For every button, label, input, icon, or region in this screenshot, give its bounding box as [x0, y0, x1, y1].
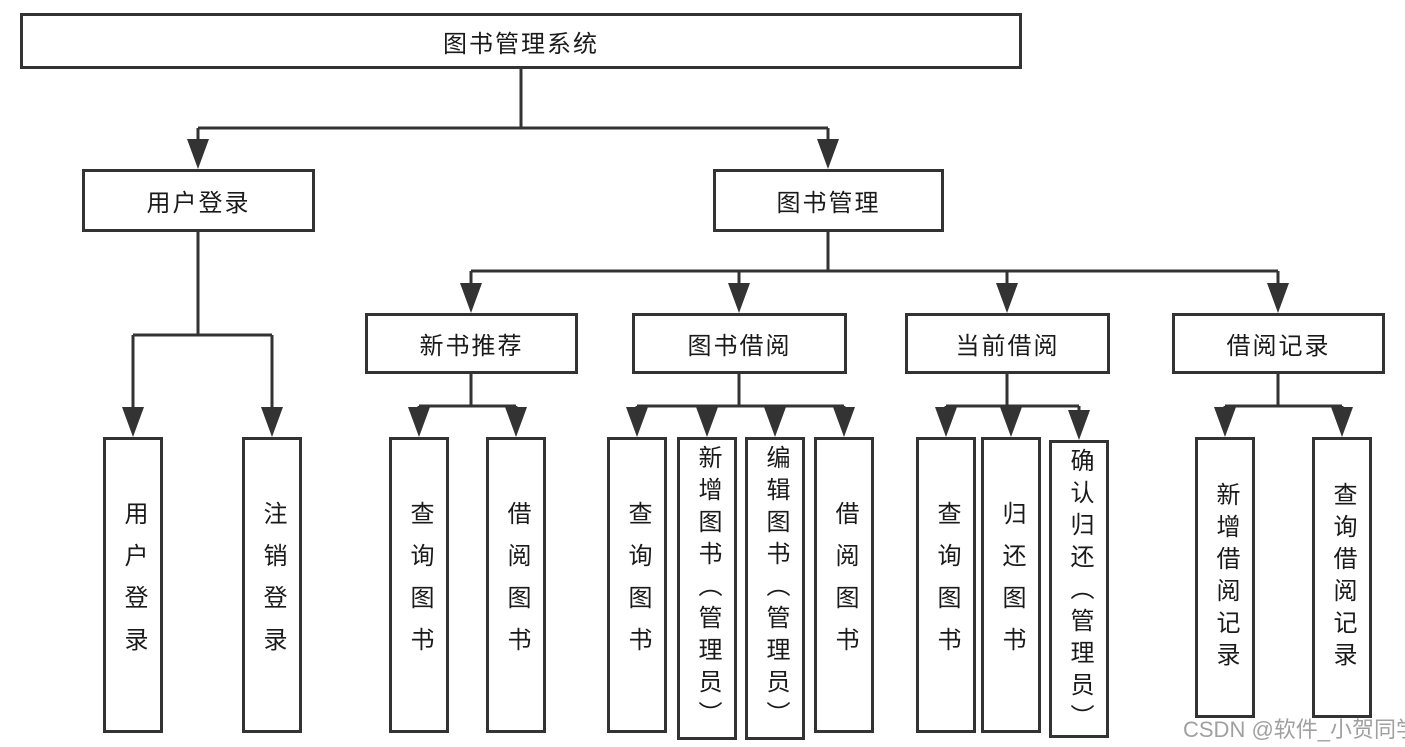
node-book-management: 图书管理: [713, 169, 944, 232]
leaf-query-books-current: 查询图书: [916, 437, 976, 733]
node-user-login: 用户登录: [82, 169, 315, 232]
leaf-borrow-books: 借阅图书: [814, 437, 874, 733]
node-current-borrow: 当前借阅: [905, 313, 1110, 374]
connector-arrowheads: [122, 139, 1353, 440]
leaf-query-books-recommend: 查询图书: [389, 437, 449, 733]
leaf-borrow-books-recommend: 借阅图书: [486, 437, 546, 733]
leaf-confirm-return-admin: 确认归还（管理员）: [1049, 440, 1109, 738]
leaf-query-books-borrow: 查询图书: [607, 437, 667, 733]
leaf-add-books-admin: 新增图书（管理员）: [677, 437, 737, 740]
leaf-query-borrow-record: 查询借阅记录: [1312, 437, 1372, 718]
node-book-borrow: 图书借阅: [632, 313, 847, 374]
leaf-return-books: 归还图书: [981, 437, 1041, 733]
watermark: CSDN @软件_小贺同学: [1183, 717, 1405, 742]
node-borrow-records: 借阅记录: [1172, 313, 1385, 374]
leaf-edit-books-admin: 编辑图书（管理员）: [745, 437, 805, 740]
leaf-logout: 注销登录: [242, 437, 302, 733]
leaf-user-login: 用户登录: [103, 437, 163, 733]
node-new-book-recommend: 新书推荐: [365, 313, 578, 374]
leaf-add-borrow-record: 新增借阅记录: [1195, 437, 1255, 718]
node-root: 图书管理系统: [20, 13, 1022, 69]
